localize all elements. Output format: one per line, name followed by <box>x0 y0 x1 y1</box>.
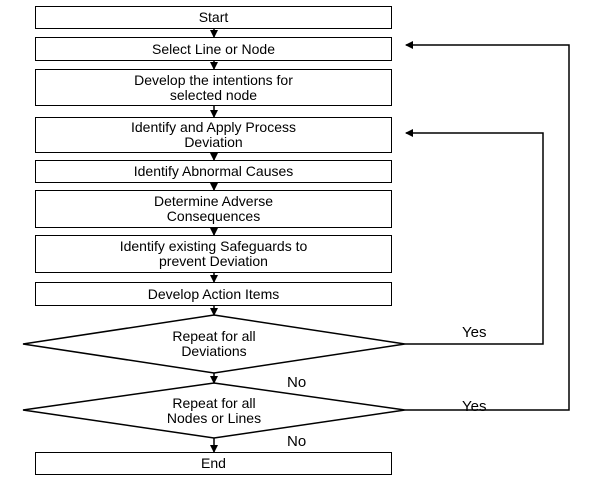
identify-deviation-box: Identify and Apply Process Deviation <box>35 117 392 153</box>
end-label: End <box>201 455 226 471</box>
select-line-node-label: Select Line or Node <box>152 40 275 57</box>
no-label-nodes: No <box>287 433 307 450</box>
yes-label-nodes: Yes <box>462 398 487 415</box>
loop-arrow-yes-nodes <box>405 41 570 411</box>
develop-intentions-label: Develop the intentions for selected node <box>134 71 293 103</box>
adverse-consequences-box: Determine Adverse Consequences <box>35 190 392 228</box>
safeguards-label: Identify existing Safeguards to prevent … <box>119 238 308 269</box>
decision-nodes-text: Repeat for all Nodes or Lines <box>110 393 318 429</box>
develop-intentions-box: Develop the intentions for selected node <box>35 69 392 106</box>
yes-label-deviations: Yes <box>462 324 487 341</box>
no-label-deviations: No <box>287 374 307 391</box>
decision-deviations-text: Repeat for all Deviations <box>110 326 318 362</box>
decision-diamond-deviations <box>22 314 406 374</box>
select-line-node-box: Select Line or Node <box>35 37 392 61</box>
identify-deviation-label: Identify and Apply Process Deviation <box>131 119 296 150</box>
abnormal-causes-box: Identify Abnormal Causes <box>35 160 392 183</box>
loop-arrow-yes-deviations <box>405 129 544 345</box>
adverse-consequences-label: Determine Adverse Consequences <box>153 193 274 224</box>
decision-nodes-label: Repeat for all Nodes or Lines <box>166 395 262 426</box>
decision-deviations-label: Repeat for all Deviations <box>172 328 256 359</box>
safeguards-box: Identify existing Safeguards to prevent … <box>35 235 392 273</box>
end-box: End <box>35 452 392 475</box>
action-items-label: Develop Action Items <box>147 285 280 302</box>
start-box: Start <box>35 6 392 29</box>
action-items-box: Develop Action Items <box>35 282 392 306</box>
decision-diamond-nodes <box>22 382 406 439</box>
start-label: Start <box>198 9 229 25</box>
abnormal-causes-label: Identify Abnormal Causes <box>133 163 294 179</box>
